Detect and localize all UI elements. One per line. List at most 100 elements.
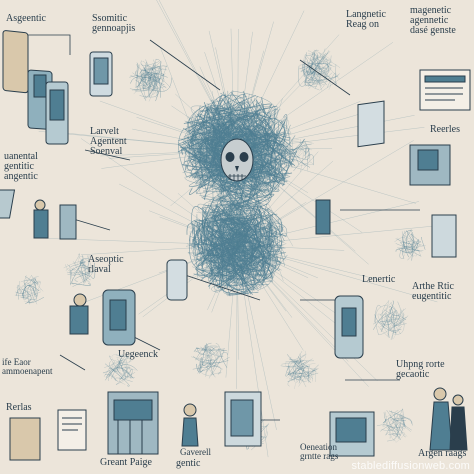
tangle-strand	[193, 254, 232, 267]
tangle-strand	[147, 65, 167, 82]
tangle-strand	[303, 55, 313, 71]
tangle-strand	[199, 360, 212, 377]
tangle-strand	[285, 141, 301, 156]
tangle-strand	[312, 49, 335, 67]
tangle-strand	[403, 241, 421, 256]
tangle-strand	[296, 374, 301, 381]
tangle-strand	[145, 67, 168, 71]
tangle-strand	[250, 224, 282, 267]
tangle-strand	[136, 63, 147, 101]
tangle-strand	[406, 230, 419, 245]
tangle-strand	[226, 111, 241, 145]
tangle-strand	[375, 304, 388, 335]
tangle-strand	[195, 349, 204, 353]
tangle-strand	[311, 70, 327, 87]
tangle-strand	[204, 346, 220, 370]
radiating-wire	[211, 244, 238, 313]
tangle-strand	[389, 410, 396, 442]
tangle-strand	[20, 296, 36, 300]
tangle-strand	[408, 240, 423, 253]
tangle-strand	[385, 416, 398, 436]
tangle-strand	[398, 422, 411, 432]
tangle-strand	[204, 266, 237, 276]
tangle-strand	[224, 128, 257, 207]
tangle-strand	[65, 264, 74, 272]
tangle-strand	[381, 321, 395, 340]
tangle-strand	[105, 364, 138, 381]
tangle-strand	[302, 141, 314, 151]
radiating-wire	[236, 140, 414, 246]
radiating-wire	[208, 30, 238, 151]
tangle-strand	[190, 105, 258, 122]
tangle-strand	[286, 156, 300, 165]
tangle-strand	[195, 346, 215, 351]
tangle-strand	[27, 280, 41, 290]
tangle-strand	[290, 159, 311, 168]
tangle-strand	[255, 99, 267, 115]
tangle-strand	[254, 235, 276, 251]
tangle-strand	[288, 360, 317, 376]
tangle-strand	[103, 361, 115, 377]
tangle-strand	[183, 103, 272, 124]
tangle-strand	[227, 219, 258, 251]
tangle-strand	[377, 309, 393, 325]
tangle-strand	[261, 209, 284, 227]
radiating-wire	[236, 101, 361, 151]
tangle-strand	[400, 242, 415, 261]
tangle-strand	[293, 154, 314, 172]
tangle-strand	[15, 282, 27, 294]
tangle-strand	[23, 277, 33, 302]
tangle-strand	[297, 368, 312, 383]
tangle-strand	[285, 359, 303, 363]
tangle-strand	[288, 360, 297, 381]
tangle-strand	[218, 213, 273, 286]
tangle-strand	[387, 423, 406, 428]
label-top-right-a: Langnetic Reag on	[346, 9, 386, 30]
tangle-strand	[387, 308, 406, 336]
tangle-strand	[134, 87, 156, 95]
canister-group-left	[69, 259, 188, 346]
tangle-strand	[202, 206, 228, 229]
tangle-strand	[287, 373, 303, 382]
tangle-strand	[296, 361, 308, 369]
tangle-strand	[388, 306, 396, 334]
radiating-wire	[236, 29, 239, 246]
tangle-strand	[299, 62, 330, 79]
tangle-strand	[127, 366, 133, 375]
tangle-strand	[214, 196, 279, 237]
tangle-strand	[212, 109, 265, 158]
tangle-strand	[79, 270, 90, 277]
tangle-strand	[207, 223, 255, 272]
radiating-wire	[230, 28, 238, 246]
tangle-strand	[136, 62, 152, 85]
tangle-strand	[184, 114, 279, 149]
tangle-strand	[393, 314, 405, 340]
radiating-wire	[204, 52, 238, 151]
radiating-wire	[236, 34, 340, 151]
radiating-wire	[236, 244, 378, 280]
tangle-strand	[394, 326, 402, 333]
tangle-strand	[187, 100, 223, 129]
radiating-wire	[236, 244, 309, 278]
radiating-wire	[200, 76, 238, 151]
tangle-strand	[226, 252, 266, 263]
tangle-strand	[203, 247, 265, 283]
tangle-strand	[248, 203, 281, 225]
label-top-left-b: Ssomitic gennoapjis	[92, 13, 136, 34]
tangle-strand	[298, 365, 310, 384]
tangle-strand	[199, 94, 234, 201]
tangle-strand	[308, 50, 332, 66]
tangle-strand	[191, 206, 209, 235]
tangle-strand	[130, 75, 148, 86]
tangle-strand	[227, 101, 288, 171]
tangle-strand	[199, 139, 272, 199]
tangle-strand	[303, 66, 324, 69]
tangle-strand	[109, 361, 119, 373]
tangle-strand	[74, 271, 94, 282]
label-bottom-e: Oeneation grntte rags	[300, 442, 339, 461]
radiating-wire	[119, 183, 238, 246]
label-top-left-a: Asgeentic	[6, 13, 46, 24]
tangle-strand	[380, 300, 394, 332]
tangle-strand	[201, 132, 224, 187]
tangle-strand	[214, 158, 282, 179]
